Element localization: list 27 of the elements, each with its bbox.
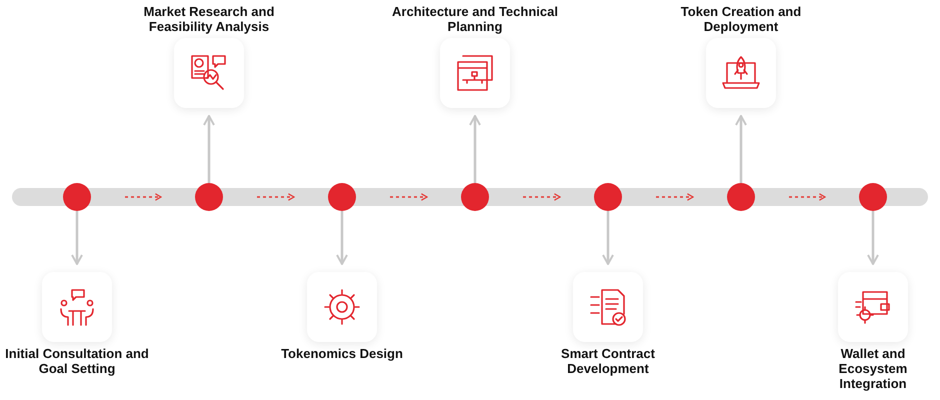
arrow xyxy=(602,211,614,265)
timeline-dot xyxy=(461,183,489,211)
step-title: Token Creation and Deployment xyxy=(680,4,802,34)
arrow xyxy=(867,211,879,265)
step-title: Smart Contract Development xyxy=(560,346,656,376)
step-title: Market Research and Feasibility Analysis xyxy=(142,4,276,34)
step-title: Initial Consultation and Goal Setting xyxy=(4,346,150,376)
timeline-dot xyxy=(594,183,622,211)
timeline-dot xyxy=(328,183,356,211)
arrow xyxy=(71,211,83,265)
timeline-dot xyxy=(195,183,223,211)
step-title: Tokenomics Design xyxy=(280,346,404,361)
dashed-arrow xyxy=(523,193,561,201)
timeline-dot xyxy=(63,183,91,211)
arrow xyxy=(735,115,747,183)
dashed-arrow xyxy=(656,193,694,201)
dashed-arrow xyxy=(257,193,295,201)
arrow xyxy=(336,211,348,265)
dashed-arrow xyxy=(789,193,826,201)
arrow xyxy=(203,115,215,183)
arrow xyxy=(469,115,481,183)
step-title: Architecture and Technical Planning xyxy=(391,4,559,34)
timeline-dot xyxy=(727,183,755,211)
dashed-arrow xyxy=(125,193,162,201)
step-title: Wallet and Ecosystem Integration xyxy=(838,346,908,391)
timeline-dot xyxy=(859,183,887,211)
dashed-arrow xyxy=(390,193,428,201)
